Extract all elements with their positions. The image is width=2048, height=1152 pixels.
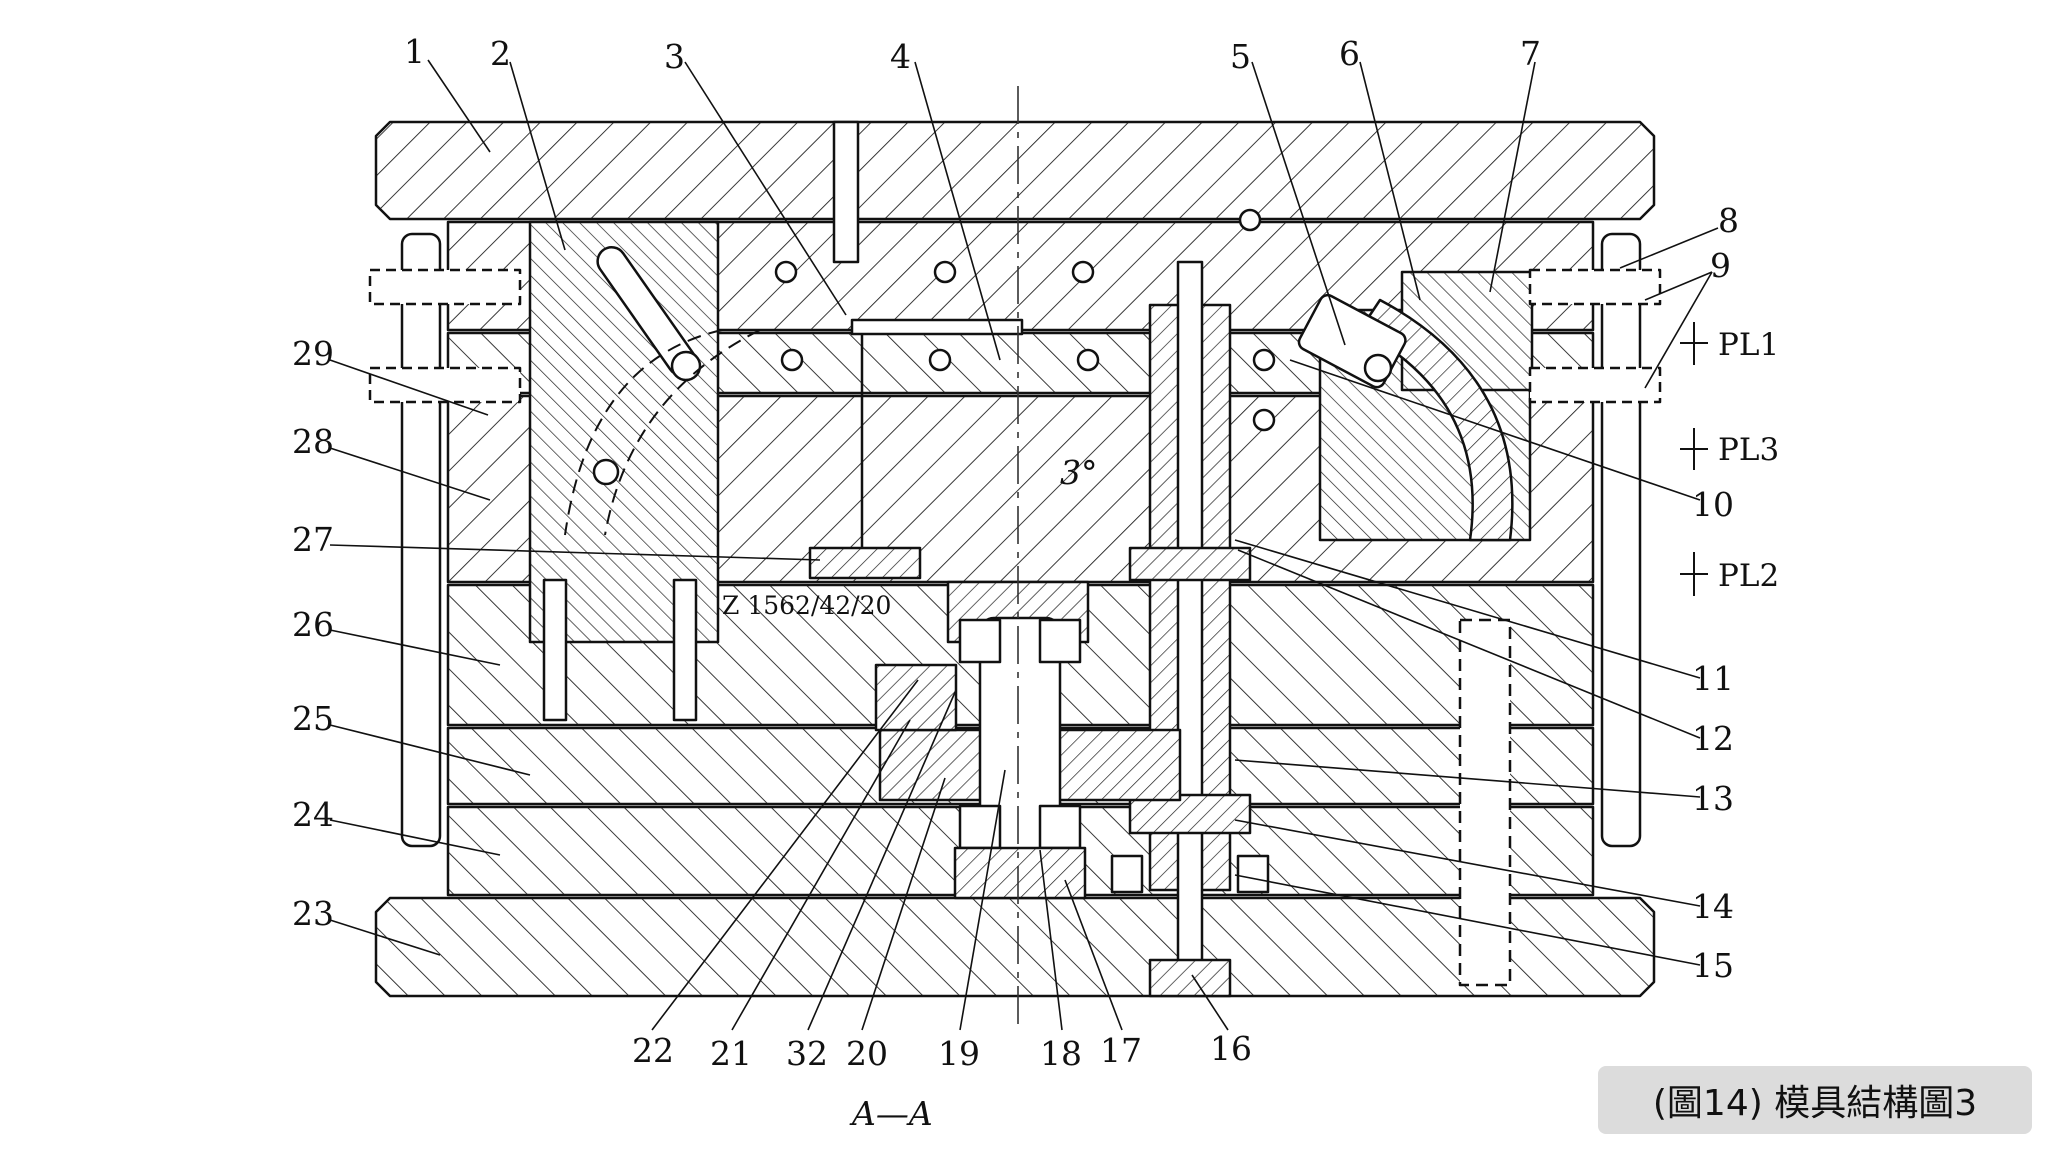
label-15: 15 <box>1692 946 1734 985</box>
stop-pin-2 <box>1236 854 1270 894</box>
sleeve-flange-mid <box>1128 793 1252 835</box>
label-2: 2 <box>490 34 511 73</box>
bearing-top-right <box>1038 618 1082 664</box>
dowel-6 <box>1076 348 1100 372</box>
figure-caption: (圖14) 模具結構圖3 <box>1598 1066 2032 1134</box>
label-32: 32 <box>786 1034 828 1073</box>
label-19: 19 <box>938 1034 980 1073</box>
left-pivot <box>670 350 702 382</box>
dowel-8 <box>1252 408 1276 432</box>
label-29: 29 <box>292 334 334 373</box>
label-23: 23 <box>292 894 334 933</box>
label-21: 21 <box>710 1034 752 1073</box>
label-14: 14 <box>1692 887 1734 926</box>
label-4: 4 <box>890 37 911 76</box>
part-labels: 1 2 3 4 5 6 7 8 9 10 11 12 13 14 15 16 1… <box>292 32 1739 1073</box>
stop-pin-1 <box>1110 854 1144 894</box>
dowel-3 <box>1071 260 1095 284</box>
parting-line-pl3: PL3 <box>1718 432 1779 468</box>
left-screw-1 <box>542 578 568 722</box>
left-arc-dashed-2 <box>604 329 761 536</box>
right-bolt-upper <box>1528 268 1662 306</box>
label-24: 24 <box>292 795 334 834</box>
bearing-bottom-left <box>958 804 1002 850</box>
material-annotation: Z 1562/42/20 <box>722 591 891 620</box>
label-27: 27 <box>292 520 334 559</box>
left-arc-dashed <box>564 329 723 536</box>
label-8: 8 <box>1718 201 1739 240</box>
right-side-strap <box>1600 232 1642 848</box>
label-25: 25 <box>292 699 334 738</box>
cavity-insert <box>850 318 1024 336</box>
right-curved-pin <box>1358 298 1514 542</box>
bearing-top-left <box>958 618 1002 664</box>
left-bolt-lower <box>368 366 522 404</box>
dowel-2 <box>933 260 957 284</box>
central-pin <box>1176 260 1204 974</box>
parting-line-pl1: PL1 <box>1718 327 1779 363</box>
label-3: 3 <box>664 37 685 76</box>
right-long-screw <box>1458 618 1512 987</box>
section-label: A—A <box>849 1094 933 1133</box>
top-screw <box>832 120 860 264</box>
label-5: 5 <box>1230 37 1251 76</box>
label-1: 1 <box>404 32 425 71</box>
leader-lines <box>329 59 1719 1031</box>
label-9: 9 <box>1710 246 1731 285</box>
sleeve-flange-top <box>1128 546 1252 582</box>
label-10: 10 <box>1692 485 1734 524</box>
right-pivot <box>1363 353 1393 383</box>
angle-mark: 3° <box>1060 453 1098 492</box>
label-20: 20 <box>846 1034 888 1073</box>
label-22: 22 <box>632 1031 674 1070</box>
parting-line-pl2: PL2 <box>1718 558 1779 594</box>
bearing-bottom-right <box>1038 804 1082 850</box>
gear-hub-bottom <box>953 846 1087 900</box>
label-16: 16 <box>1210 1029 1252 1068</box>
left-screw-2 <box>672 578 698 722</box>
center-pin-head <box>1148 958 1232 998</box>
label-28: 28 <box>292 422 334 461</box>
label-13: 13 <box>1692 779 1734 818</box>
plate-27 <box>808 546 922 580</box>
dowel-5 <box>928 348 952 372</box>
label-12: 12 <box>1692 719 1734 758</box>
left-bolt-upper <box>368 268 522 306</box>
left-side-strap <box>400 232 442 848</box>
label-11: 11 <box>1692 659 1734 698</box>
mold-structure <box>368 120 1662 998</box>
dowel-1 <box>774 260 798 284</box>
dowel-9 <box>1238 208 1262 232</box>
label-7: 7 <box>1520 34 1541 73</box>
dowel-4 <box>780 348 804 372</box>
right-bolt-lower <box>1528 366 1662 404</box>
label-18: 18 <box>1040 1034 1082 1073</box>
dowel-7 <box>1252 348 1276 372</box>
left-pin <box>592 458 620 486</box>
top-clamp-plate <box>374 120 1656 221</box>
label-6: 6 <box>1339 34 1360 73</box>
label-17: 17 <box>1100 1031 1142 1070</box>
parting-arrows <box>1680 322 1708 596</box>
label-26: 26 <box>292 605 334 644</box>
